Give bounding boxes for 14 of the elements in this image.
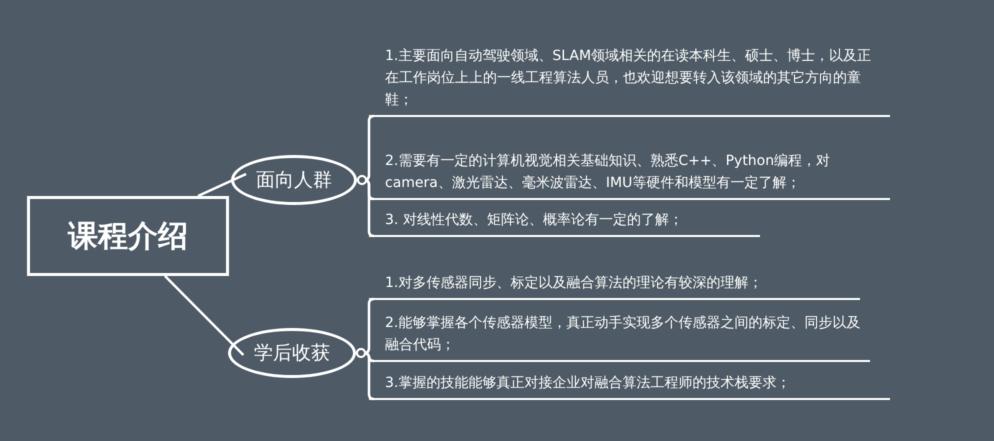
item-text: 2.需要有一定的计算机视觉相关基础知识、熟悉C++、Python编程，对camera、激光雷达、毫米波雷达、IMU等硬件和模型有一定了解； <box>385 152 832 193</box>
leaf-item <box>369 274 860 300</box>
item-text: 3. 对线性代数、矩阵论、概率论有一定的了解； <box>385 211 683 230</box>
connector-line <box>357 175 374 238</box>
item-text: 1.对多传感器同步、标定以及融合算法的理论有较深的理解； <box>385 274 762 293</box>
branch-ellipse: 学后收获 <box>228 328 356 378</box>
item-text: 3.掌握的技能能够真正对接企业对融合算法工程师的技术栈要求； <box>385 374 790 393</box>
connector-line <box>164 275 244 356</box>
connector-line <box>197 172 247 198</box>
item-text: 1.主要面向自动驾驶领域、SLAM领域相关的在读本科生、硕士、博士，以及正在工作岗位上上的一线工程算法人员，也欢迎想要转入该领域的其它方向的童鞋； <box>385 47 872 110</box>
topic-box: 课程介绍 <box>27 196 229 276</box>
connector-line <box>356 348 374 400</box>
item-text: 2.能够掌握各个传感器模型，真正动手实现多个传感器之间的标定、同步以及融合代码； <box>385 314 862 355</box>
branch-ellipse: 面向人群 <box>231 155 357 205</box>
